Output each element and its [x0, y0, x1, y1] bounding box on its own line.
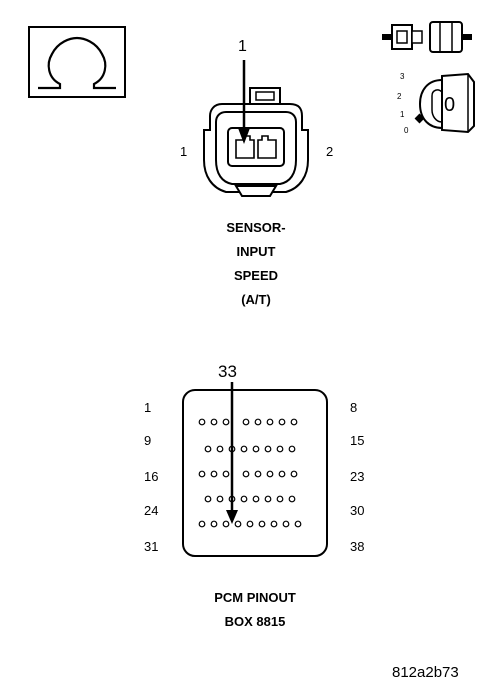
pcm-pin-hole — [264, 495, 272, 503]
pcm-pin-hole — [210, 520, 218, 528]
pcm-pin-hole — [198, 418, 206, 426]
pcm-pin-hole — [266, 418, 274, 426]
key-position-0: 0 — [404, 126, 409, 135]
pcm-pin-hole — [240, 445, 248, 453]
pcm-pin-hole — [234, 520, 242, 528]
pcm-pin-hole — [278, 418, 286, 426]
pcm-row-2-left-label: 9 — [144, 433, 152, 448]
ohm-icon — [38, 36, 116, 90]
pcm-pin-hole — [276, 495, 284, 503]
pcm-pin-hole — [252, 445, 260, 453]
sensor-title-line-1: SENSOR- — [226, 220, 286, 235]
pcm-pin-hole — [282, 520, 290, 528]
pcm-row-2-right-label: 15 — [350, 433, 365, 448]
ignition-key-icon: 3 2 1 0 0 — [392, 66, 492, 146]
sensor-title: SENSOR- INPUT SPEED (A/T) — [200, 216, 312, 312]
pcm-pin-hole — [276, 445, 284, 453]
pcm-title-line-2: BOX 8815 — [224, 614, 286, 629]
pcm-row-4-right-label: 30 — [350, 503, 365, 518]
pcm-row-3-right-label: 23 — [350, 469, 365, 484]
pcm-pin-hole — [204, 495, 212, 503]
pcm-pin-hole — [216, 445, 224, 453]
pcm-title-line-1: PCM PINOUT — [214, 590, 296, 605]
pcm-pin-hole — [258, 520, 266, 528]
pcm-callout-pin: 33 — [218, 362, 237, 381]
pcm-pin-hole — [204, 445, 212, 453]
pcm-row-4-left-label: 24 — [144, 503, 159, 518]
pcm-title: PCM PINOUT BOX 8815 — [180, 586, 330, 634]
pcm-pin-hole — [246, 520, 254, 528]
figure-id: 812a2b73 — [392, 664, 459, 681]
pcm-pin-hole — [228, 495, 236, 503]
pcm-pin-hole — [264, 445, 272, 453]
pcm-pin-hole — [288, 445, 296, 453]
pcm-row-1-left-label: 1 — [144, 400, 152, 415]
pcm-pin-hole — [270, 520, 278, 528]
pcm-pin-hole — [222, 470, 230, 478]
pcm-pin-hole — [290, 418, 298, 426]
pcm-row-3-left-label: 16 — [144, 469, 159, 484]
pcm-pin-hole — [240, 495, 248, 503]
pcm-pin-hole — [216, 495, 224, 503]
sensor-title-line-2: INPUT — [236, 244, 276, 259]
pcm-pin-hole — [222, 520, 230, 528]
sensor-title-line-3: SPEED — [233, 268, 279, 283]
key-position-1: 1 — [400, 110, 405, 119]
sensor-callout-pin: 1 — [238, 38, 247, 55]
pcm-pin-hole — [222, 418, 230, 426]
sensor-pin-1-label: 1 — [180, 144, 188, 159]
pcm-pin-hole — [254, 470, 262, 478]
sensor-pin-2-label: 2 — [326, 144, 334, 159]
pcm-pin-hole — [198, 520, 206, 528]
pcm-pin-hole — [290, 470, 298, 478]
pcm-row-5-left-label: 31 — [144, 539, 159, 554]
pcm-pin-hole — [198, 470, 206, 478]
pcm-pin-hole — [294, 520, 302, 528]
key-label: 0 — [444, 94, 456, 116]
key-position-3: 3 — [400, 72, 405, 81]
pcm-pin-hole — [288, 495, 296, 503]
pcm-row-1-right-label: 8 — [350, 400, 358, 415]
pcm-pin-hole — [266, 470, 274, 478]
pcm-pin-hole — [278, 470, 286, 478]
ohmmeter-symbol: Ω — [28, 26, 126, 98]
key-position-2: 2 — [397, 92, 402, 101]
pcm-pin-hole — [210, 418, 218, 426]
pcm-row-5-right-label: 38 — [350, 539, 365, 554]
pcm-pin-hole — [252, 495, 260, 503]
pcm-pin-hole — [254, 418, 262, 426]
pcm-pin-hole — [242, 418, 250, 426]
pcm-pin-hole — [228, 445, 236, 453]
pcm-pin-hole — [210, 470, 218, 478]
sensor-title-line-4: (A/T) — [241, 292, 271, 307]
pcm-pin-hole — [242, 470, 250, 478]
